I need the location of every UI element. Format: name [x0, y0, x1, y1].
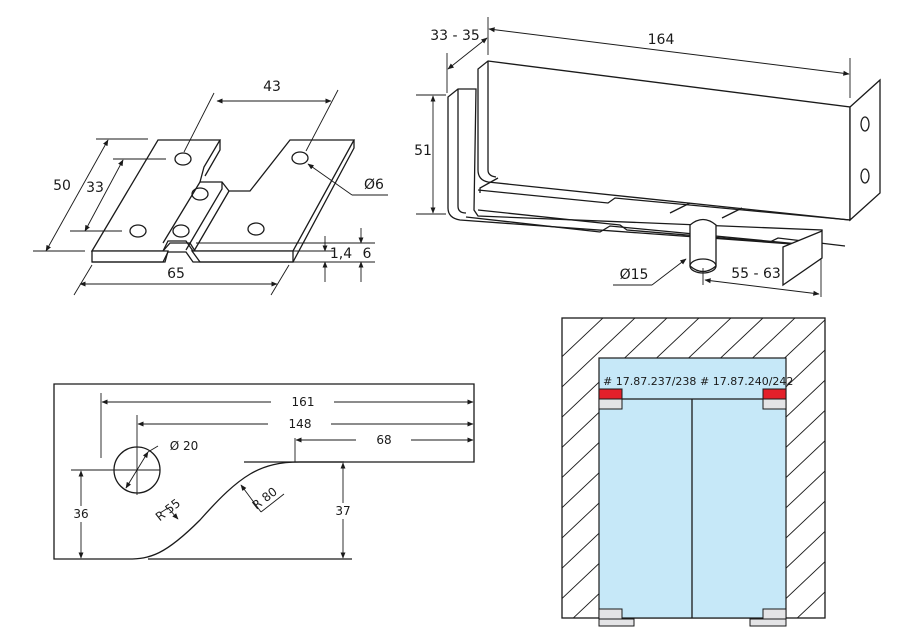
bottom-pivot-right: [749, 618, 787, 627]
dim-line: [45, 139, 109, 252]
dim-hole-6: Ø6: [364, 177, 384, 193]
dim-37: 37: [335, 504, 350, 518]
bracket-hole-bottom: [860, 168, 870, 184]
dim-51: 51: [414, 143, 432, 159]
ext-line: [183, 92, 215, 153]
pivot-pin: [689, 218, 717, 273]
dim-pin-15: Ø15: [620, 267, 649, 283]
dim-line: [488, 27, 850, 76]
dim-68: 68: [376, 433, 391, 447]
leader-line: [307, 163, 353, 196]
rib-line: [479, 177, 499, 193]
leader-line: [651, 258, 687, 286]
label-bg: [334, 503, 352, 519]
dim-hole-20: Ø 20: [170, 439, 199, 453]
plate-front-face-right: [190, 250, 294, 263]
hatch-line: [562, 318, 604, 358]
hatch-line: [562, 318, 700, 448]
hatch-line: [562, 318, 636, 388]
dim-65: 65: [167, 266, 185, 282]
dim-55-63: 55 - 63: [731, 266, 781, 282]
leader-line: [159, 507, 169, 514]
hatch-line: [562, 318, 668, 418]
plate-top-face: [90, 139, 356, 252]
hole-6: [247, 222, 265, 236]
wall-hatching: [562, 300, 904, 631]
profile-drawing: Ø 20 161 148 68 36 37 R 55 R 80: [53, 383, 475, 560]
ext-line: [270, 264, 290, 296]
dim-1-4: 1,4: [330, 246, 352, 262]
profile-outline: [53, 383, 475, 560]
bracket-hole-top: [860, 116, 870, 132]
top-fitting-left-red: [598, 388, 623, 400]
leader-line: [240, 484, 262, 513]
hatch-line: [764, 560, 825, 618]
dim-6: 6: [363, 246, 372, 262]
dim-148: 148: [289, 417, 312, 431]
hatch-line: [838, 300, 904, 631]
label-left-fitting: # 17.87.237/238: [603, 375, 696, 388]
end-bracket: [849, 78, 881, 222]
dim-50: 50: [53, 178, 71, 194]
top-fitting-left-grey: [598, 398, 623, 410]
dim-line: [84, 159, 124, 232]
mounting-plate-drawing: 43 50 33 Ø6 65 1,4 6: [33, 79, 388, 296]
rib-lines: [669, 202, 743, 219]
top-fitting-right-red: [762, 388, 787, 400]
label-bg: [72, 506, 90, 522]
back-clamp-plate: [447, 88, 823, 247]
plate-rib: [162, 181, 230, 252]
plate-back-edge: [204, 140, 221, 177]
hatch-line: [806, 300, 904, 631]
hole-4: [129, 224, 147, 238]
lower-bracket: [782, 230, 823, 287]
dim-line: [704, 278, 820, 296]
dim-line: [447, 37, 488, 70]
patch-fitting-drawing: 33 - 35 164 51 Ø15 55 - 63: [414, 17, 881, 297]
door-elevation: # 17.87.237/238 # 17.87.240/242: [561, 300, 904, 631]
ext-line: [73, 264, 93, 296]
bottom-fitting-right: [762, 608, 787, 620]
dim-161: 161: [292, 395, 315, 409]
back-plate-inner: [457, 89, 467, 214]
dim-36: 36: [73, 507, 88, 521]
hole-5: [172, 224, 190, 238]
dim-33-35: 33 - 35: [430, 28, 480, 44]
dim-33: 33: [86, 180, 104, 196]
leader-line: [260, 493, 285, 513]
ext-line: [305, 89, 339, 152]
dim-r80: R 80: [250, 484, 280, 512]
dim-line: [125, 451, 149, 489]
lower-rail-1: [477, 189, 851, 221]
label-right-fitting: # 17.87.240/242: [700, 375, 793, 388]
front-body: [477, 60, 851, 221]
dim-164: 164: [648, 32, 675, 48]
hole-3: [191, 187, 209, 201]
hole-1: [174, 152, 192, 166]
dim-r55: R 55: [153, 496, 183, 524]
leader-line: [147, 445, 159, 453]
hatch-line: [562, 318, 732, 479]
hole-2: [291, 151, 309, 165]
plate-front-bottom: [92, 251, 289, 263]
plate-front-face: [91, 250, 169, 263]
dim-43: 43: [263, 79, 281, 95]
leader-line: [167, 507, 179, 520]
front-body-inner: [487, 61, 497, 178]
bottom-fitting-left: [598, 608, 623, 620]
plate-front-notch: [162, 240, 194, 252]
bottom-pivot-left: [598, 618, 635, 627]
top-fitting-right-grey: [762, 398, 787, 410]
